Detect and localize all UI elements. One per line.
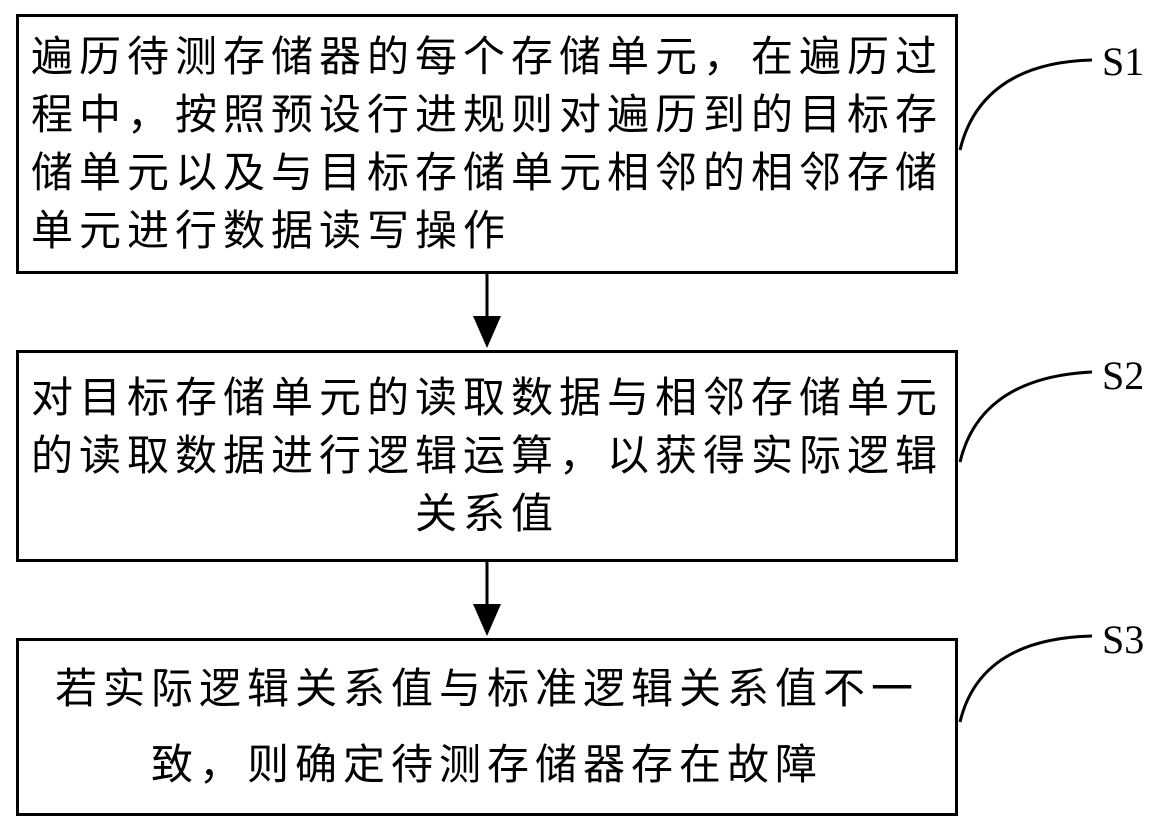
step-box-s2: 对目标存储单元的读取数据与相邻存储单元的读取数据进行逻辑运算，以获得实际逻辑关系… — [16, 350, 958, 562]
leader-line-s2 — [958, 370, 1093, 463]
step-label-s1: S1 — [1102, 39, 1145, 84]
step-text-s2: 对目标存储单元的读取数据与相邻存储单元的读取数据进行逻辑运算，以获得实际逻辑关系… — [31, 373, 944, 538]
step-text-s3: 若实际逻辑关系值与标准逻辑关系值不一致，则确定待测存储器存在故障 — [54, 664, 919, 789]
step-label-s2: S2 — [1102, 353, 1145, 398]
step-box-s3: 若实际逻辑关系值与标准逻辑关系值不一致，则确定待测存储器存在故障 — [16, 638, 958, 816]
step-box-s1: 遍历待测存储器的每个存储单元，在遍历过程中，按照预设行进规则对遍历到的目标存储单… — [16, 14, 958, 274]
step-label-s3: S3 — [1102, 617, 1145, 662]
arrow-s2-to-s3 — [473, 562, 501, 636]
step-text-s1: 遍历待测存储器的每个存储单元，在遍历过程中，按照预设行进规则对遍历到的目标存储单… — [31, 32, 944, 255]
leader-line-s3 — [958, 634, 1093, 723]
leader-line-s1 — [958, 58, 1093, 151]
arrow-s1-to-s2 — [473, 274, 501, 348]
